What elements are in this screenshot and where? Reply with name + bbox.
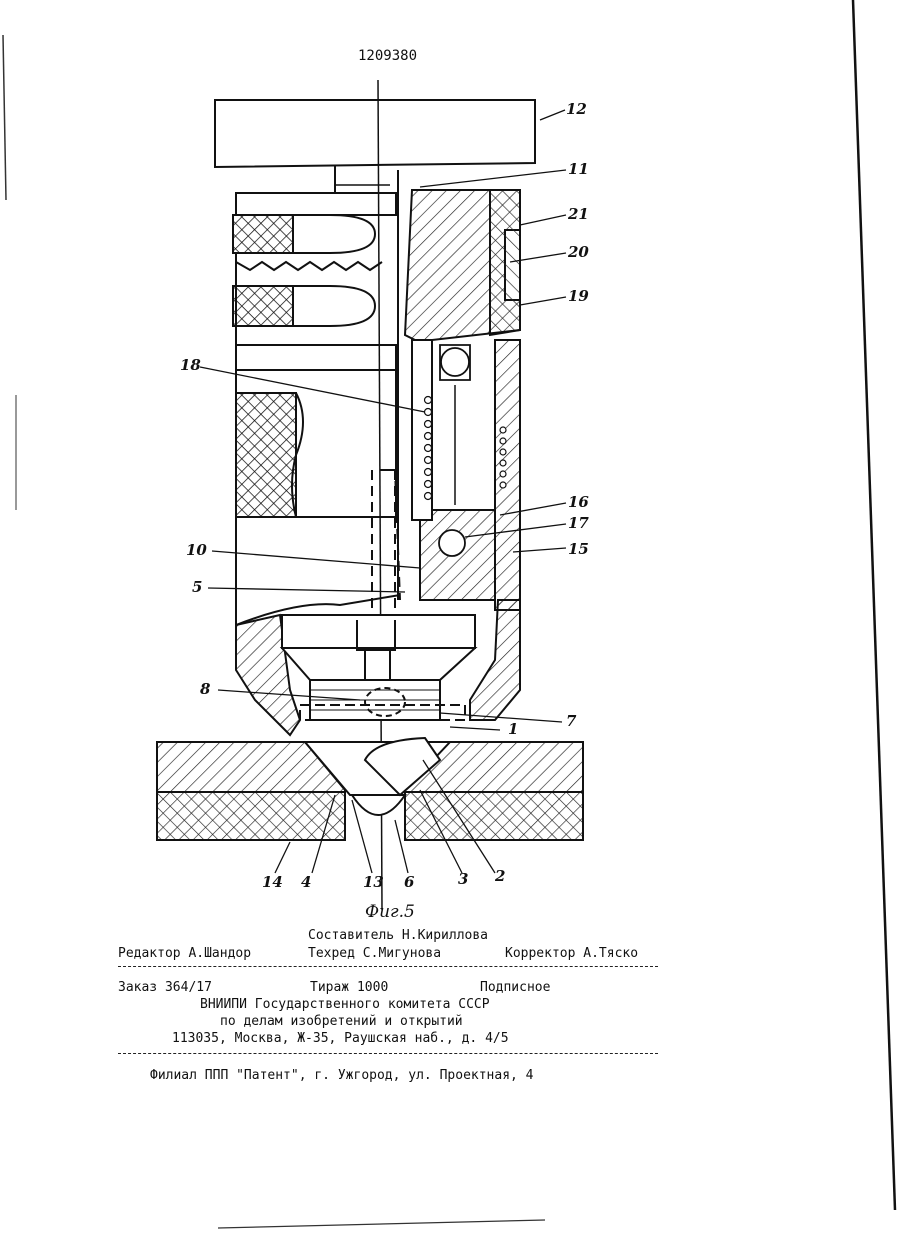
org-line1: ВНИИПИ Государственного комитета СССР bbox=[200, 997, 490, 1012]
label-14: 14 bbox=[262, 873, 283, 891]
scan-edge-right bbox=[853, 0, 895, 1210]
label-21: 21 bbox=[568, 205, 589, 223]
compiler: Составитель Н.Кириллова bbox=[308, 928, 488, 943]
label-1: 1 bbox=[508, 720, 518, 738]
label-10: 10 bbox=[186, 541, 207, 559]
label-13: 13 bbox=[363, 873, 384, 891]
patent-number: 1209380 bbox=[358, 48, 417, 64]
label-3: 3 bbox=[458, 870, 468, 888]
label-20: 20 bbox=[568, 243, 589, 261]
label-4: 4 bbox=[301, 873, 311, 891]
subscription: Подписное bbox=[480, 980, 550, 995]
label-19: 19 bbox=[568, 287, 589, 305]
left-housing bbox=[233, 193, 400, 625]
label-2: 2 bbox=[495, 867, 505, 885]
spring-18 bbox=[425, 385, 507, 505]
corrector: Корректор А.Тяско bbox=[505, 946, 638, 961]
divider-2 bbox=[118, 1053, 658, 1054]
label-12: 12 bbox=[566, 100, 587, 118]
divider-1 bbox=[118, 966, 658, 967]
label-15: 15 bbox=[568, 540, 589, 558]
label-6: 6 bbox=[404, 873, 414, 891]
techred: Техред С.Мигунова bbox=[308, 946, 441, 961]
label-11: 11 bbox=[568, 160, 589, 178]
tool-head bbox=[282, 615, 475, 720]
label-18: 18 bbox=[180, 356, 201, 374]
circulation: Тираж 1000 bbox=[310, 980, 388, 995]
label-17: 17 bbox=[568, 514, 589, 532]
order: Заказ 364/17 bbox=[118, 980, 212, 995]
address: 113035, Москва, Ж-35, Раушская наб., д. … bbox=[172, 1031, 509, 1046]
label-7: 7 bbox=[566, 712, 576, 730]
figure-caption: Фиг.5 bbox=[365, 902, 415, 922]
label-8: 8 bbox=[200, 680, 210, 698]
editor: Редактор А.Шандор bbox=[118, 946, 251, 961]
org-line2: по делам изобретений и открытий bbox=[220, 1014, 463, 1029]
label-16: 16 bbox=[568, 493, 589, 511]
label-5: 5 bbox=[192, 578, 202, 596]
scan-edge-left bbox=[3, 35, 6, 200]
workpiece bbox=[157, 738, 583, 840]
branch: Филиал ППП "Патент", г. Ужгород, ул. Про… bbox=[150, 1068, 534, 1083]
scan-bottom-line bbox=[218, 1220, 545, 1228]
